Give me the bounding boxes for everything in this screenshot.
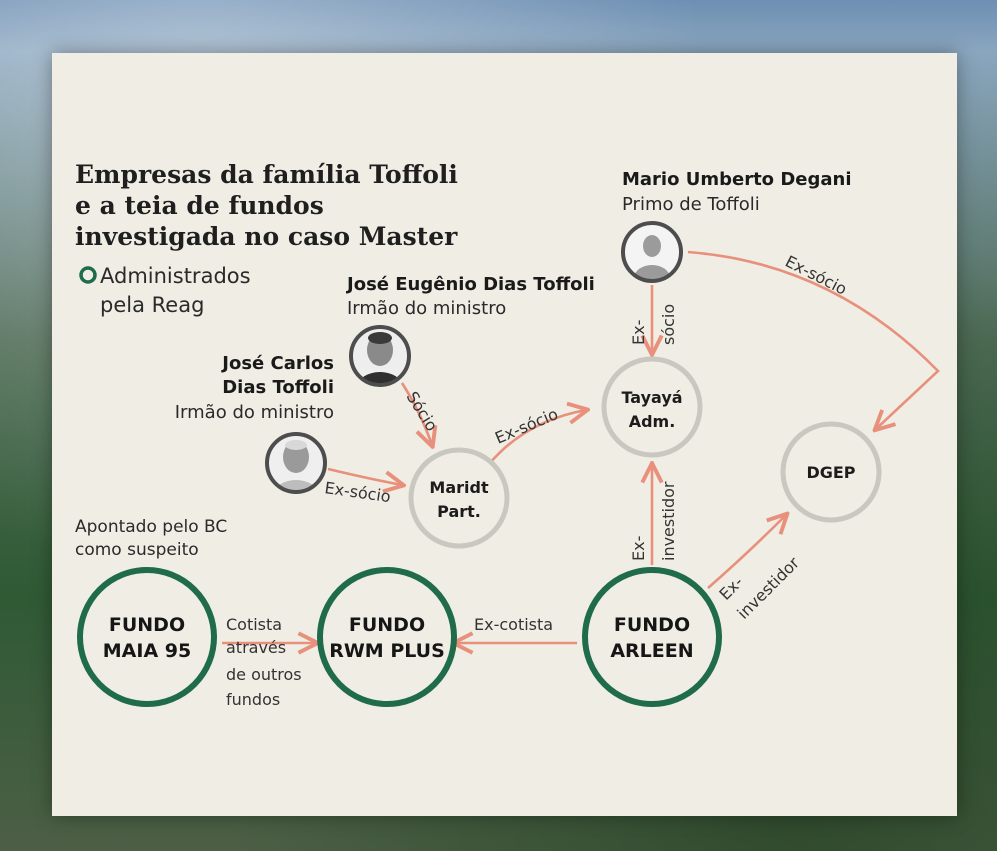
note-line-2: como suspeito (75, 540, 199, 560)
entity-label-line-1: Tayayá (621, 388, 682, 407)
person-role: Irmão do ministro (347, 298, 506, 319)
entity-maridt: Maridt Part. (408, 447, 510, 549)
edge-carlos-maridt (327, 467, 402, 485)
person-photo-icon (349, 325, 411, 387)
fund-label-line-2: ARLEEN (610, 640, 693, 662)
fund-label-line-2: RWM PLUS (329, 640, 445, 662)
entity-fundo-rwm-plus: FUNDO RWM PLUS (317, 567, 457, 707)
label-eugenio-maridt: Sócio (403, 388, 442, 435)
entity-fundo-maia-95: FUNDO MAIA 95 (77, 567, 217, 707)
entity-ring (408, 447, 510, 549)
edge-mario-dgep (687, 250, 940, 429)
fund-ring (317, 567, 457, 707)
relationship-diagram: Empresas da família Toffoli e a teia de … (75, 160, 940, 709)
entity-ring (780, 421, 882, 523)
person-jose-carlos: José Carlos Dias Toffoli Irmão do minist… (175, 353, 334, 494)
note-line-1: Apontado pelo BC (75, 517, 227, 537)
title-line-1: Empresas da família Toffoli (75, 160, 458, 189)
person-role: Primo de Toffoli (622, 194, 760, 215)
label-maia-rwm-1: Cotista (226, 615, 282, 634)
entity-label-line-2: Adm. (629, 412, 676, 431)
label-arleen-tayaya-2: investidor (659, 481, 678, 561)
person-name-line-1: José Carlos (220, 353, 334, 374)
entity-ring (601, 356, 703, 458)
label-maia-rwm-4: fundos (226, 690, 280, 709)
entity-label: DGEP (806, 463, 855, 482)
label-carlos-maridt: Ex-sócio (323, 478, 392, 506)
person-mario: Mario Umberto Degani Primo de Toffoli (621, 169, 851, 283)
label-maia-rwm-2: através (226, 638, 286, 657)
edges (222, 250, 940, 643)
fund-label-line-1: FUNDO (614, 614, 690, 636)
legend-line-1: Administrados (100, 264, 251, 288)
fund-label-line-1: FUNDO (349, 614, 425, 636)
entity-dgep: DGEP (780, 421, 882, 523)
person-jose-eugenio: José Eugênio Dias Toffoli Irmão do minis… (345, 274, 595, 387)
person-role: Irmão do ministro (175, 402, 334, 423)
edge-eugenio-maridt (400, 382, 432, 445)
person-name: José Eugênio Dias Toffoli (345, 274, 595, 295)
infographic-card: Empresas da família Toffoli e a teia de … (52, 53, 957, 816)
fund-ring (582, 567, 722, 707)
entity-fundo-arleen: FUNDO ARLEEN (582, 567, 722, 707)
label-mario-tayaya-2: sócio (659, 304, 678, 345)
label-maridt-tayaya: Ex-sócio (492, 404, 561, 447)
label-maia-rwm-3: de outros (226, 665, 302, 684)
person-name-line-2: Dias Toffoli (222, 377, 334, 398)
person-silhouette-icon (621, 221, 683, 283)
entity-label-line-1: Maridt (429, 478, 489, 497)
legend-line-2: pela Reag (100, 293, 204, 317)
entity-tayaya: Tayayá Adm. (601, 356, 703, 458)
legend: Administrados pela Reag (79, 264, 251, 317)
person-photo-icon (265, 432, 327, 494)
label-arleen-rwm: Ex-cotista (474, 615, 553, 634)
fund-label-line-1: FUNDO (109, 614, 185, 636)
person-name: Mario Umberto Degani (622, 169, 851, 190)
edge-maridt-tayaya (489, 410, 586, 464)
edge-arleen-dgep (707, 515, 786, 589)
entity-label-line-2: Part. (437, 502, 481, 521)
title-line-2: e a teia de fundos (75, 191, 324, 220)
label-arleen-tayaya-1: Ex- (629, 536, 648, 561)
fund-ring (77, 567, 217, 707)
diagram-title: Empresas da família Toffoli e a teia de … (75, 160, 458, 251)
legend-green-ring-icon (79, 266, 97, 284)
fund-label-line-2: MAIA 95 (103, 640, 191, 662)
label-mario-tayaya-1: Ex- (629, 320, 648, 345)
suspicion-note: Apontado pelo BC como suspeito (75, 517, 227, 560)
title-line-3: investigada no caso Master (75, 222, 458, 251)
